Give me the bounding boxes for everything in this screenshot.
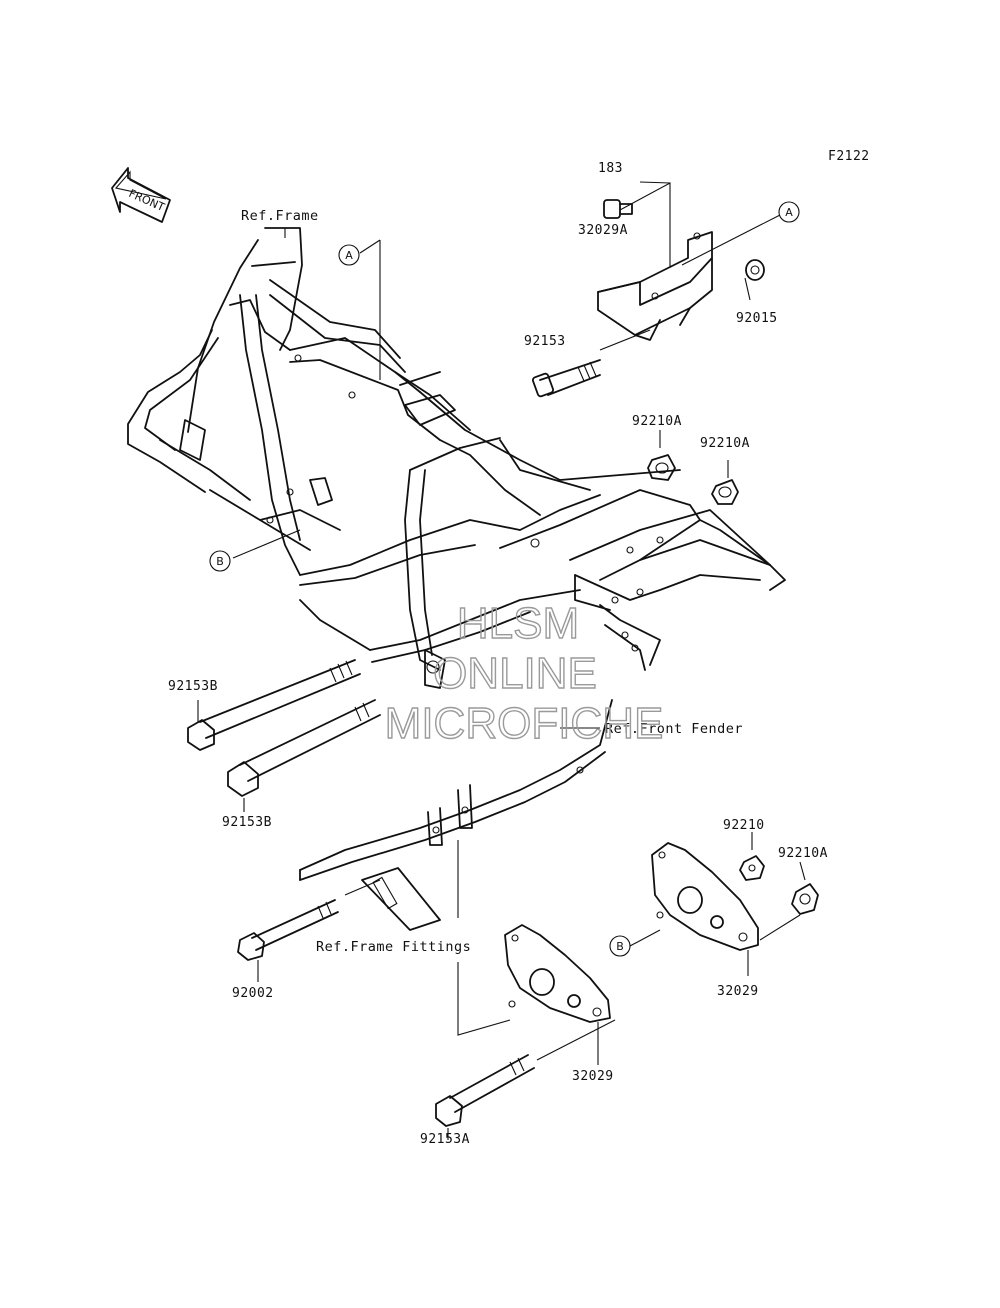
nut-92210a-upper-2 (711, 479, 739, 505)
bolt-183 (603, 199, 633, 219)
label-92153b-2: 92153B (222, 815, 272, 830)
callout-b-frame-label: B (216, 555, 224, 568)
label-32029-1: 32029 (717, 984, 759, 999)
label-92153a: 92153A (420, 1132, 470, 1147)
bolt-92153 (532, 359, 601, 398)
watermark-line2: ONLINE (433, 649, 597, 698)
callout-a-frame-label: A (345, 249, 353, 262)
ref-front-fender-label: Ref.Front Fender (605, 721, 743, 737)
frame-assembly (127, 227, 786, 689)
label-92015: 92015 (736, 311, 778, 326)
nut-92210a-lower (791, 883, 819, 915)
label-32029a: 32029A (578, 223, 628, 238)
callout-a-top: A (778, 201, 800, 223)
bolt-92002 (237, 899, 339, 961)
label-92153b-1: 92153B (168, 679, 218, 694)
plate-32029-upper (651, 842, 759, 951)
label-183: 183 (598, 161, 623, 176)
callout-a-frame: A (338, 244, 360, 266)
nut-92210 (739, 855, 765, 881)
label-92210: 92210 (723, 818, 765, 833)
bolt-92153a (435, 1054, 535, 1127)
callout-a-top-label: A (785, 206, 793, 219)
frame-fitting-plate (361, 867, 441, 931)
watermark-line1: HLSM (457, 599, 579, 648)
bracket-32029a (597, 231, 713, 341)
leader-lines (197, 181, 806, 1140)
bolt-92153b-2 (227, 699, 381, 797)
front-fender-bracket (299, 699, 613, 881)
front-arrow-icon: FRONT (111, 167, 171, 223)
watermark: HLSM ONLINE MICROFICHE (384, 598, 664, 748)
figure-code: F2122 (828, 149, 870, 164)
nut-92210a-upper-1 (647, 454, 676, 481)
bolt-92153b-1 (187, 659, 361, 751)
nut-92015 (745, 259, 765, 281)
label-92210a-3: 92210A (778, 846, 828, 861)
label-92210a-2: 92210A (700, 436, 750, 451)
plate-32029-lower (504, 924, 611, 1023)
ref-frame-fittings-label: Ref.Frame Fittings (316, 939, 471, 955)
label-92153: 92153 (524, 334, 566, 349)
label-32029-2: 32029 (572, 1069, 614, 1084)
callout-b-plate: B (609, 935, 631, 957)
front-arrow-label: FRONT (127, 187, 167, 214)
label-92210a-1: 92210A (632, 414, 682, 429)
callout-b-plate-label: B (616, 940, 624, 953)
label-92002: 92002 (232, 986, 274, 1001)
watermark-line3: MICROFICHE (385, 699, 664, 748)
callout-b-frame: B (209, 550, 231, 572)
ref-frame-label: Ref.Frame (241, 208, 319, 224)
